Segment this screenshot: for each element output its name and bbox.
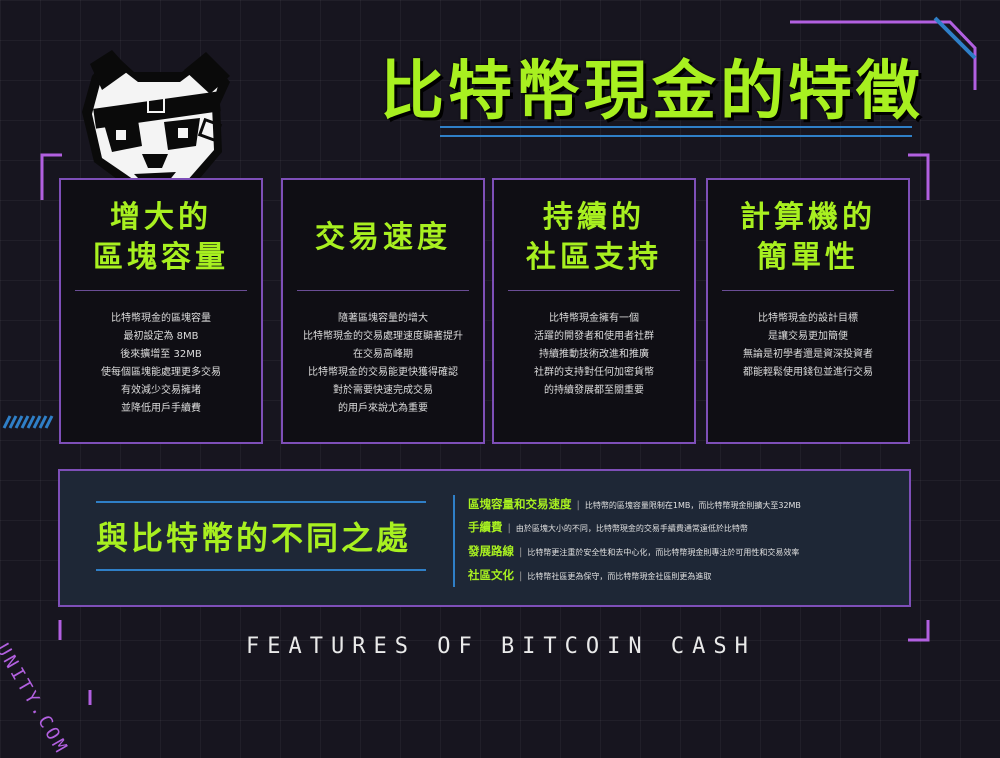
card-body: 比特幣現金的區塊容量 最初設定為 8MB 後來擴增至 32MB 使每個區塊能處理… bbox=[67, 310, 255, 418]
divider bbox=[453, 495, 455, 587]
difference-row: 發展路線|比特幣更注重於安全性和去中心化，而比特幣現金則專注於可用性和交易效率 bbox=[468, 544, 800, 558]
card-text-line: 都能輕鬆使用錢包並進行交易 bbox=[743, 367, 873, 378]
card-title-line: 交易速度 bbox=[315, 220, 451, 255]
card-text-line: 比特幣現金的交易能更快獲得確認 bbox=[308, 367, 458, 378]
card-title-line: 持續的 bbox=[543, 200, 645, 235]
card-text-line: 有效減少交易擁堵 bbox=[121, 385, 201, 396]
difference-text: 比特幣的區塊容量限制在1MB，而比特幣現金則擴大至32MB bbox=[584, 501, 801, 510]
card-title: 計算機的 簡單性 bbox=[708, 198, 908, 278]
decorative-lines bbox=[2, 16, 977, 705]
card-title-line: 計算機的 bbox=[740, 200, 876, 235]
card-text-line: 活躍的開發者和使用者社群 bbox=[534, 331, 654, 342]
card-text-line: 社群的支持對任何加密貨幣 bbox=[534, 367, 654, 378]
card-text-line: 的用戶來說尤為重要 bbox=[338, 403, 428, 414]
divider bbox=[722, 290, 894, 291]
difference-label: 發展路線 bbox=[468, 544, 514, 558]
difference-row: 社區文化|比特幣社區更為保守，而比特幣現金社區則更為進取 bbox=[468, 568, 712, 582]
card-text-line: 並降低用戶手續費 bbox=[121, 403, 201, 414]
card-body: 比特幣現金擁有一個 活躍的開發者和使用者社群 持續推動技術改進和推廣 社群的支持… bbox=[500, 310, 688, 400]
divider bbox=[297, 290, 469, 291]
card-text-line: 持續推動技術改進和推廣 bbox=[539, 349, 649, 360]
card-title: 持續的 社區支持 bbox=[494, 198, 694, 278]
difference-label: 區塊容量和交易速度 bbox=[468, 497, 572, 511]
difference-label: 手續費 bbox=[468, 520, 503, 534]
feature-card-community: 持續的 社區支持 比特幣現金擁有一個 活躍的開發者和使用者社群 持續推動技術改進… bbox=[492, 178, 696, 444]
panda-mascot-icon bbox=[82, 50, 230, 194]
card-title-line: 社區支持 bbox=[526, 240, 662, 275]
card-text-line: 無論是初學者還是資深投資者 bbox=[743, 349, 873, 360]
difference-row: 區塊容量和交易速度|比特幣的區塊容量限制在1MB，而比特幣現金則擴大至32MB bbox=[468, 497, 801, 511]
feature-card-block-size: 增大的 區塊容量 比特幣現金的區塊容量 最初設定為 8MB 後來擴增至 32MB… bbox=[59, 178, 263, 444]
divider bbox=[96, 501, 426, 503]
card-text-line: 比特幣現金擁有一個 bbox=[549, 313, 639, 324]
difference-label: 社區文化 bbox=[468, 568, 514, 582]
card-text-line: 的持續發展都至關重要 bbox=[544, 385, 644, 396]
difference-row: 手續費|由於區塊大小的不同，比特幣現金的交易手續費通常遠低於比特幣 bbox=[468, 520, 748, 534]
card-body: 比特幣現金的設計目標 是讓交易更加簡便 無論是初學者還是資深投資者 都能輕鬆使用… bbox=[714, 310, 902, 382]
card-text-line: 是讓交易更加簡便 bbox=[768, 331, 848, 342]
difference-text: 比特幣更注重於安全性和去中心化，而比特幣現金則專注於可用性和交易效率 bbox=[527, 548, 800, 557]
card-text-line: 在交易高峰期 bbox=[353, 349, 413, 360]
differences-title: 與比特幣的不同之處 bbox=[96, 519, 412, 557]
footer-caption: FEATURES OF BITCOIN CASH bbox=[246, 634, 756, 659]
card-text-line: 最初設定為 8MB bbox=[123, 331, 199, 342]
card-text-line: 後來擴增至 32MB bbox=[120, 349, 202, 360]
card-body: 隨著區塊容量的增大 比特幣現金的交易處理速度顯著提升 在交易高峰期 比特幣現金的… bbox=[289, 310, 477, 418]
page-title: 比特幣現金的特徵 bbox=[380, 55, 924, 129]
divider bbox=[75, 290, 247, 291]
card-title-line: 簡單性 bbox=[757, 240, 859, 275]
card-text-line: 使每個區塊能處理更多交易 bbox=[101, 367, 221, 378]
card-text-line: 比特幣現金的交易處理速度顯著提升 bbox=[303, 331, 463, 342]
card-title-line: 增大的 bbox=[110, 200, 212, 235]
feature-card-transaction-speed: 交易速度 隨著區塊容量的增大 比特幣現金的交易處理速度顯著提升 在交易高峰期 比… bbox=[281, 178, 485, 444]
card-text-line: 比特幣現金的設計目標 bbox=[758, 313, 858, 324]
card-title: 增大的 區塊容量 bbox=[61, 198, 261, 278]
card-title: 交易速度 bbox=[283, 218, 483, 258]
feature-card-simplicity: 計算機的 簡單性 比特幣現金的設計目標 是讓交易更加簡便 無論是初學者還是資深投… bbox=[706, 178, 910, 444]
card-text-line: 隨著區塊容量的增大 bbox=[338, 313, 428, 324]
difference-text: 由於區塊大小的不同，比特幣現金的交易手續費通常遠低於比特幣 bbox=[515, 524, 748, 533]
difference-text: 比特幣社區更為保守，而比特幣現金社區則更為進取 bbox=[527, 572, 712, 581]
divider bbox=[96, 569, 426, 571]
divider bbox=[508, 290, 680, 291]
card-title-line: 區塊容量 bbox=[93, 240, 229, 275]
card-text-line: 對於需要快速完成交易 bbox=[333, 385, 433, 396]
differences-panel: 與比特幣的不同之處 區塊容量和交易速度|比特幣的區塊容量限制在1MB，而比特幣現… bbox=[58, 469, 911, 607]
card-text-line: 比特幣現金的區塊容量 bbox=[111, 313, 211, 324]
